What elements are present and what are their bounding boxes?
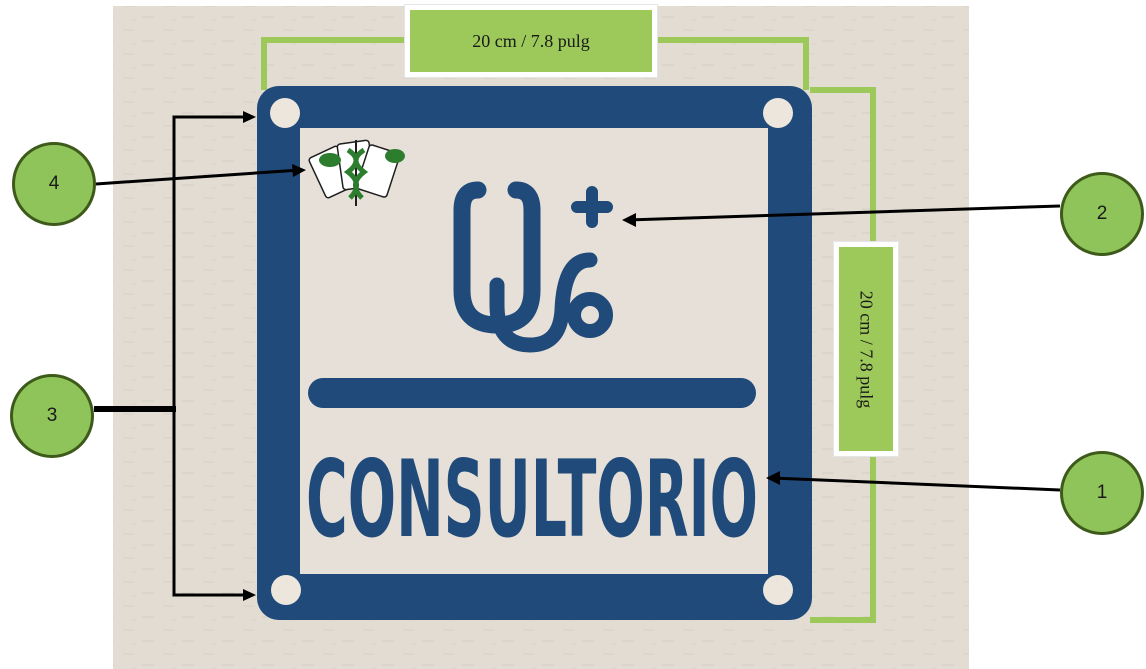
callout-4: 4 xyxy=(12,142,96,226)
arrowhead-1 xyxy=(766,471,780,485)
height-dimension-label: 20 cm / 7.8 pulg xyxy=(834,242,898,456)
arrowhead-3-top xyxy=(243,111,256,123)
arrowhead-4 xyxy=(292,164,306,177)
pointer-1 xyxy=(771,476,1061,492)
pointer-2 xyxy=(627,204,1061,222)
pointer-3-bracket xyxy=(172,115,250,597)
sign-divider-bar xyxy=(308,378,756,408)
callout-3: 3 xyxy=(10,374,94,458)
callout-2: 2 xyxy=(1060,172,1144,256)
caduceus-logo xyxy=(308,139,405,206)
screw-hole-top-right xyxy=(763,98,793,128)
stethoscope-plus-icon xyxy=(453,181,613,353)
callout-1: 1 xyxy=(1060,451,1144,535)
screw-hole-bottom-right xyxy=(763,575,793,605)
screw-hole-bottom-left xyxy=(271,575,301,605)
width-dimension-label: 20 cm / 7.8 pulg xyxy=(405,5,657,77)
screw-hole-top-left xyxy=(270,98,300,128)
width-dimension-text: 20 cm / 7.8 pulg xyxy=(472,30,590,51)
callout-2-number: 2 xyxy=(1096,203,1108,224)
callout-4-number: 4 xyxy=(48,173,60,194)
callout-1-number: 1 xyxy=(1096,482,1108,503)
sign-text: CONSULTORIO xyxy=(306,438,758,561)
pointer-4 xyxy=(95,168,301,186)
arrowhead-2 xyxy=(622,213,636,227)
arrowhead-3-bottom xyxy=(243,589,256,601)
callout-3-number: 3 xyxy=(46,405,58,426)
height-dimension-text: 20 cm / 7.8 pulg xyxy=(856,290,877,408)
